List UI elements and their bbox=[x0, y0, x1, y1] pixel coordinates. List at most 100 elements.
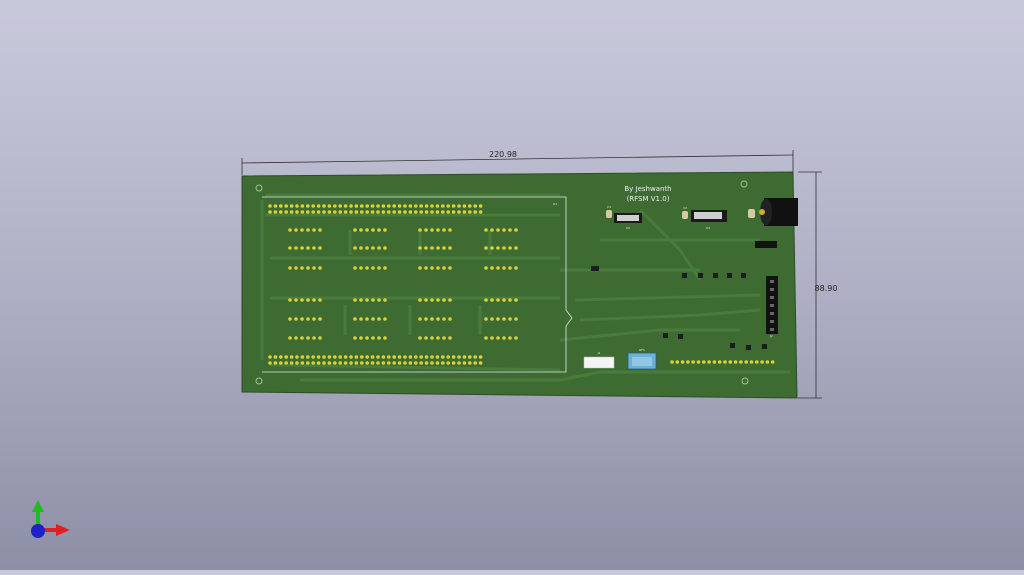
pad bbox=[448, 317, 452, 321]
pad bbox=[490, 298, 494, 302]
pad bbox=[312, 336, 316, 340]
pad bbox=[288, 228, 292, 232]
pad bbox=[419, 355, 424, 359]
height-dimension: 88.90 bbox=[798, 171, 837, 399]
pad bbox=[442, 246, 446, 250]
pad bbox=[670, 360, 674, 364]
pad bbox=[739, 360, 743, 364]
pcb-board[interactable]: U1 By Jeshwanth (RFSM V1.0) U2 U3 C1 bbox=[241, 171, 798, 399]
pad bbox=[294, 228, 298, 232]
pad bbox=[502, 228, 506, 232]
regulator-u3: U3 bbox=[691, 210, 727, 230]
smd-components bbox=[591, 266, 767, 350]
pad bbox=[418, 266, 422, 270]
pad bbox=[514, 266, 518, 270]
board-title: By Jeshwanth bbox=[624, 185, 671, 193]
pad bbox=[484, 266, 488, 270]
pad bbox=[490, 336, 494, 340]
pad bbox=[273, 355, 278, 359]
pad bbox=[354, 355, 359, 359]
pad bbox=[424, 361, 429, 365]
pad bbox=[462, 361, 467, 365]
pad bbox=[436, 298, 440, 302]
pad bbox=[468, 210, 472, 214]
axis-y-arrowhead bbox=[32, 500, 44, 512]
pad bbox=[306, 361, 310, 365]
pad bbox=[424, 355, 429, 359]
pad bbox=[273, 361, 278, 365]
pad bbox=[484, 298, 488, 302]
axis-x-arrowhead bbox=[56, 524, 70, 536]
pad bbox=[484, 228, 488, 232]
pad bbox=[702, 360, 706, 364]
pad bbox=[294, 266, 298, 270]
pad bbox=[300, 266, 304, 270]
pad bbox=[268, 361, 272, 365]
pad bbox=[478, 210, 483, 214]
pad bbox=[312, 298, 316, 302]
board-version: (RFSM V1.0) bbox=[627, 195, 670, 203]
pad bbox=[462, 210, 467, 214]
pad bbox=[508, 317, 512, 321]
pad bbox=[448, 246, 452, 250]
pad bbox=[371, 336, 375, 340]
pad bbox=[473, 210, 478, 214]
width-dimension-label: 220.98 bbox=[489, 150, 517, 159]
pad bbox=[316, 355, 321, 359]
pad bbox=[360, 210, 364, 214]
pad bbox=[419, 361, 424, 365]
copper-traces bbox=[260, 193, 790, 382]
pad bbox=[446, 361, 451, 365]
pad bbox=[430, 266, 434, 270]
pad bbox=[468, 361, 472, 365]
pad bbox=[318, 336, 322, 340]
pad bbox=[435, 361, 440, 365]
connector-j1: J1 bbox=[583, 351, 615, 369]
pad bbox=[381, 210, 386, 214]
capacitor-c2: C2 bbox=[682, 206, 688, 219]
pad bbox=[408, 204, 413, 208]
pad bbox=[327, 204, 332, 208]
pad bbox=[468, 355, 472, 359]
pad bbox=[408, 355, 413, 359]
ref-u3: U3 bbox=[706, 226, 710, 230]
axes-gizmo[interactable] bbox=[31, 500, 70, 538]
pad bbox=[338, 361, 343, 365]
pad bbox=[273, 210, 278, 214]
ref-j2: J2 bbox=[769, 334, 773, 338]
vertical-header bbox=[766, 276, 778, 334]
pad bbox=[712, 360, 717, 364]
pad bbox=[316, 204, 321, 208]
pad bbox=[502, 298, 506, 302]
pad bbox=[343, 361, 348, 365]
pad bbox=[490, 317, 494, 321]
pad bbox=[371, 298, 375, 302]
pad bbox=[733, 360, 738, 364]
pad bbox=[387, 355, 391, 359]
pad bbox=[680, 360, 685, 364]
pad bbox=[311, 355, 316, 359]
pad bbox=[418, 317, 422, 321]
pad bbox=[311, 210, 316, 214]
pad bbox=[360, 361, 364, 365]
pad bbox=[370, 355, 375, 359]
pad bbox=[316, 210, 321, 214]
pad bbox=[353, 228, 357, 232]
pad bbox=[448, 298, 452, 302]
pad bbox=[457, 210, 461, 214]
pad bbox=[370, 204, 375, 208]
pad bbox=[365, 204, 370, 208]
pad bbox=[295, 361, 299, 365]
pad bbox=[318, 298, 322, 302]
pad bbox=[760, 360, 764, 364]
pad bbox=[365, 228, 369, 232]
pad bbox=[279, 361, 283, 365]
pad bbox=[288, 266, 292, 270]
pad bbox=[419, 210, 424, 214]
pad bbox=[316, 361, 321, 365]
pad bbox=[502, 317, 506, 321]
pad bbox=[442, 266, 446, 270]
pad bbox=[430, 228, 434, 232]
